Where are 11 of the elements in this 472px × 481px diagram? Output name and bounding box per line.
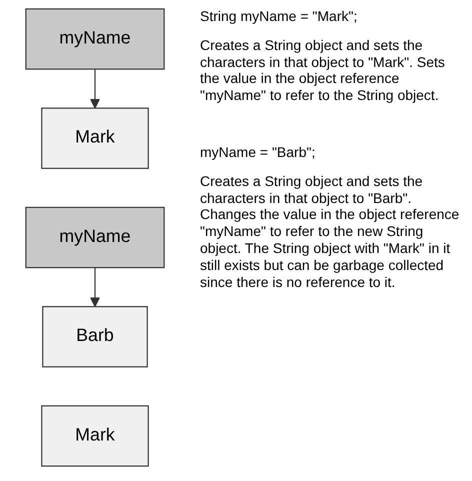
arrow xyxy=(90,268,100,308)
node-box: Mark xyxy=(41,108,149,169)
node-box: myName xyxy=(25,8,165,70)
node-box: Barb xyxy=(42,306,148,368)
node-box: myName xyxy=(25,206,165,268)
node-box: Mark xyxy=(41,405,149,467)
code-line: myName = "Barb"; xyxy=(200,144,316,161)
code-line: String myName = "Mark"; xyxy=(200,8,358,25)
description-text: Creates a String object and sets the characters in that object to "Barb". Changes the value in the object reference "myName" to refer to the new String object. The String object with "Mark" in it still exists but can be garbage collected since there is no reference to it. xyxy=(200,172,460,290)
arrow xyxy=(90,69,100,109)
description-text: Creates a String object and sets the characters in that object to "Mark". Sets the value in the object reference "myName" to refer to the String object. xyxy=(200,36,446,104)
